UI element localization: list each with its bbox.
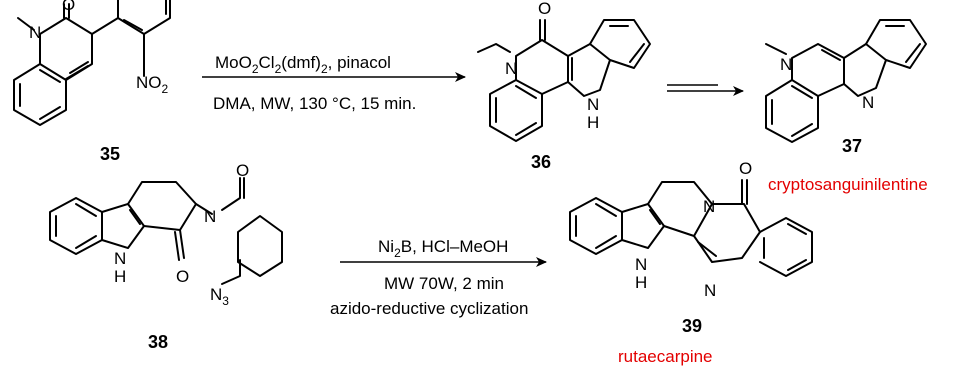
arrowhead-1	[455, 72, 466, 82]
arrowhead-2	[536, 257, 547, 267]
atom-N-38: N	[204, 207, 216, 226]
atom-H-36: H	[587, 113, 599, 132]
atom-N-35: N	[29, 23, 41, 42]
nitro-subscript: 2	[162, 82, 169, 96]
label-36: 36	[531, 152, 551, 172]
atom-N-indole-39: N	[635, 255, 647, 274]
reagent-mo: MoO	[215, 53, 252, 72]
compound-36-structure	[477, 19, 651, 142]
name-cryptosanguinilentine: cryptosanguinilentine	[768, 175, 928, 194]
atom-O-amide-38: O	[236, 161, 249, 180]
reagents-top: MoO2Cl2(dmf)2, pinacol	[215, 53, 391, 76]
reagent-sub-2: 2	[275, 62, 282, 76]
atom-O-35: O	[62, 0, 75, 14]
azide-subscript: 3	[222, 294, 229, 308]
reagent-sub-1: 2	[252, 62, 259, 76]
atom-O-39: O	[739, 159, 752, 178]
reagent-sub-3: 2	[321, 62, 328, 76]
reagent-boride: B, HCl–MeOH	[401, 237, 509, 256]
label-38: 38	[148, 332, 168, 352]
compound-37-structure	[765, 19, 927, 143]
conditions-top: DMA, MW, 130 °C, 15 min.	[213, 94, 416, 113]
reagent-cl: Cl	[259, 53, 275, 72]
name-rutaecarpine: rutaecarpine	[618, 347, 713, 366]
atom-N-indole-36: N	[587, 95, 599, 114]
atom-NO2-35: NO2	[136, 73, 169, 96]
atom-N-imine-39: N	[704, 281, 716, 300]
compound-35-structure	[13, 0, 171, 126]
label-39: 39	[682, 316, 702, 336]
reagent-ni-sub: 2	[394, 246, 401, 260]
atom-O-lactam-38: O	[176, 267, 189, 286]
atom-H-39: H	[635, 273, 647, 292]
azide-label: N	[210, 285, 222, 304]
reagent-pinacol: , pinacol	[328, 53, 391, 72]
reagent-ni: Ni	[378, 237, 394, 256]
reagents-bottom: Ni2B, HCl–MeOH	[378, 237, 508, 260]
compound-39-structure	[569, 179, 813, 277]
atom-N-indole-38: N	[114, 249, 126, 268]
multistep-arrowhead	[733, 86, 744, 96]
reagent-dmf: (dmf)	[281, 53, 321, 72]
atom-N-indole-37: N	[862, 93, 874, 112]
atom-N-36: N	[505, 59, 517, 78]
atom-H-38: H	[114, 267, 126, 286]
conditions-bottom: MW 70W, 2 min	[384, 274, 504, 293]
label-35: 35	[100, 144, 120, 164]
atom-O-36: O	[538, 0, 551, 18]
atom-N-amide-39: N	[703, 197, 715, 216]
compound-38-structure	[49, 177, 283, 285]
atom-N-37: N	[780, 55, 792, 74]
atom-N3-38: N3	[210, 285, 229, 308]
nitro-label: NO	[136, 73, 162, 92]
mechanism-label: azido-reductive cyclization	[330, 299, 528, 318]
label-37: 37	[842, 136, 862, 156]
